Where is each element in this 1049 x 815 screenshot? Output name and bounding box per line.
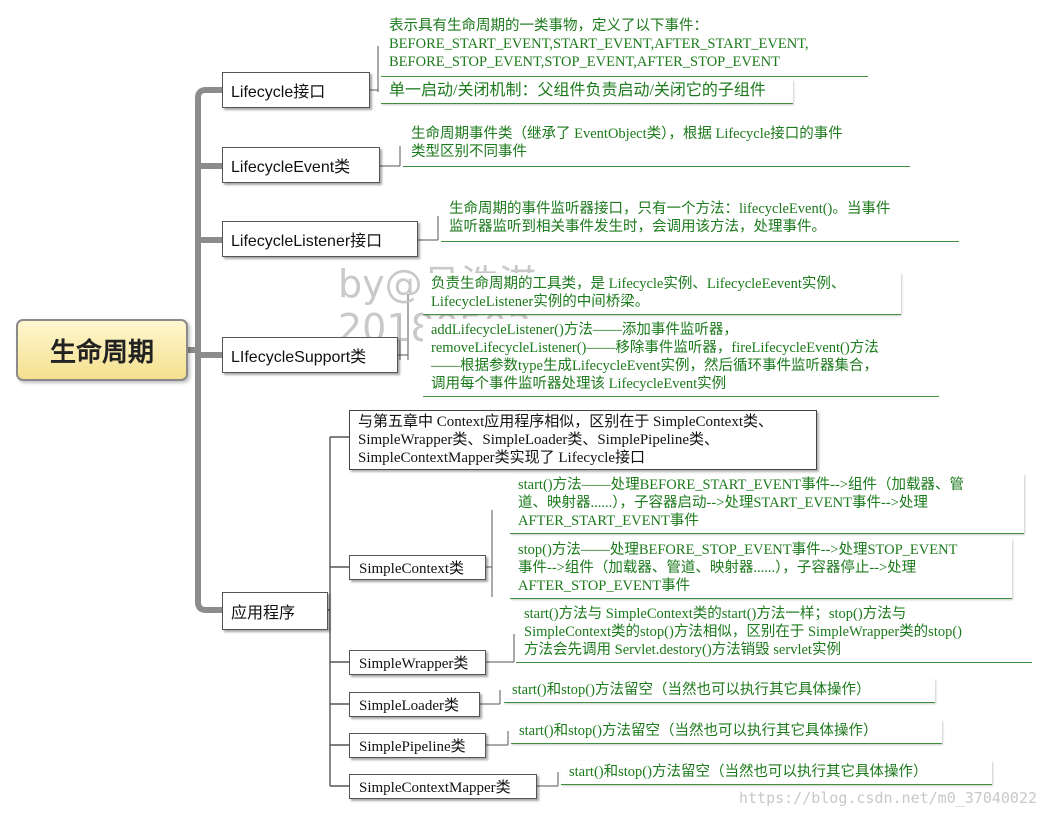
node-simple-pipeline[interactable]: SimplePipeline类 (349, 733, 486, 758)
note-line: start()和stop()方法留空（当然也可以执行其它具体操作） (512, 682, 871, 698)
note-simple-context-stop: stop()方法——处理BEFORE_STOP_EVENT事件-->处理STOP… (510, 539, 1012, 599)
note-line: SimpleContext类的stop()方法相似，区别在于 SimpleWra… (524, 624, 963, 640)
note-line: 生命周期的事件监听器接口，只有一个方法：lifecycleEvent()。当事件 (449, 201, 891, 217)
node-lifecycle-listener[interactable]: LifecycleListener接口 (222, 221, 418, 257)
note-lifecycle-events: 表示具有生命周期的一类事物，定义了以下事件： BEFORE_START_EVEN… (381, 15, 868, 77)
note-simple-loader: start()和stop()方法留空（当然也可以执行其它具体操作） (504, 679, 935, 703)
note-simple-pipeline: start()和stop()方法留空（当然也可以执行其它具体操作） (511, 720, 942, 744)
note-line: addLifecycleListener()方法——添加事件监听器， (431, 322, 738, 338)
note-line: removeLifecycleListener()——移除事件监听器，fireL… (431, 340, 879, 356)
root-node[interactable]: 生命周期 (16, 319, 188, 381)
note-line: AFTER_START_EVENT事件 (518, 513, 699, 529)
source-credit: https://blog.csdn.net/m0_37040022 (738, 789, 1037, 807)
note-line: SimpleContextMapper类实现了 Lifecycle接口 (358, 450, 646, 466)
note-line: 类型区别不同事件 (411, 144, 527, 160)
node-simple-context-mapper[interactable]: SimpleContextMapper类 (349, 774, 537, 799)
note-lifecycle-support-methods: addLifecycleListener()方法——添加事件监听器， remov… (423, 319, 939, 397)
note-line: ——根据参数type生成LifecycleEvent实例，然后循环事件监听器集合… (431, 358, 879, 374)
note-line: 负责生命周期的工具类，是 Lifecycle实例、LifecycleEevent… (431, 276, 846, 292)
note-lifecycle-support-desc: 负责生命周期的工具类，是 Lifecycle实例、LifecycleEevent… (423, 273, 901, 315)
note-line: 单一启动/关闭机制：父组件负责启动/关闭它的子组件 (389, 82, 766, 99)
note-line: 道、映射器......），子容器启动-->处理START_EVENT事件-->处… (518, 495, 928, 511)
note-line: 监听器监听到相关事件发生时，会调用该方法，处理事件。 (449, 219, 826, 235)
note-line: LifecycleListener实例的中间桥梁。 (431, 294, 650, 310)
note-line: BEFORE_START_EVENT,START_EVENT,AFTER_STA… (389, 36, 809, 52)
note-line: start()和stop()方法留空（当然也可以执行其它具体操作） (519, 723, 878, 739)
note-lifecycle-listener: 生命周期的事件监听器接口，只有一个方法：lifecycleEvent()。当事件… (441, 198, 959, 242)
node-simple-wrapper[interactable]: SimpleWrapper类 (349, 650, 486, 675)
note-line: 与第五章中 Context应用程序相似，区别在于 SimpleContext类、 (358, 414, 773, 430)
note-line: start()方法与 SimpleContext类的start()方法一样；st… (524, 606, 907, 622)
note-simple-wrapper: start()方法与 SimpleContext类的start()方法一样；st… (516, 603, 1032, 663)
note-line: stop()方法——处理BEFORE_STOP_EVENT事件-->处理STOP… (518, 542, 958, 558)
note-line: 方法会先调用 Servlet.destory()方法销毁 servlet实例 (524, 642, 841, 658)
node-simple-context[interactable]: SimpleContext类 (349, 555, 486, 580)
note-line: start()和stop()方法留空（当然也可以执行其它具体操作） (569, 764, 928, 780)
note-lifecycle-mechanism: 单一启动/关闭机制：父组件负责启动/关闭它的子组件 (381, 80, 793, 104)
node-lifecycle-support[interactable]: LIfecycleSupport类 (222, 337, 398, 373)
note-line: BEFORE_STOP_EVENT,STOP_EVENT,AFTER_STOP_… (389, 54, 780, 70)
node-simple-loader[interactable]: SimpleLoader类 (349, 692, 480, 717)
node-application[interactable]: 应用程序 (222, 592, 328, 630)
note-line: 调用每个事件监听器处理该 LifecycleEvent实例 (431, 376, 727, 392)
node-lifecycle-event[interactable]: LifecycleEvent类 (222, 147, 380, 183)
note-line: AFTER_STOP_EVENT事件 (518, 578, 691, 594)
note-line: start()方法——处理BEFORE_START_EVENT事件-->组件（加… (518, 477, 964, 493)
note-application: 与第五章中 Context应用程序相似，区别在于 SimpleContext类、… (349, 410, 817, 470)
note-line: 表示具有生命周期的一类事物，定义了以下事件： (389, 18, 708, 34)
note-line: 事件-->组件（加载器、管道、映射器......），子容器停止-->处理 (518, 560, 917, 576)
note-line: 生命周期事件类（继承了 EventObject类），根据 Lifecycle接口… (411, 126, 843, 142)
node-lifecycle-interface[interactable]: Lifecycle接口 (222, 72, 370, 108)
note-simple-context-mapper: start()和stop()方法留空（当然也可以执行其它具体操作） (561, 761, 992, 785)
note-simple-context-start: start()方法——处理BEFORE_START_EVENT事件-->组件（加… (510, 474, 1024, 534)
note-lifecycle-event: 生命周期事件类（继承了 EventObject类），根据 Lifecycle接口… (403, 123, 910, 167)
note-line: SimpleWrapper类、SimpleLoader类、SimplePipel… (358, 432, 720, 448)
